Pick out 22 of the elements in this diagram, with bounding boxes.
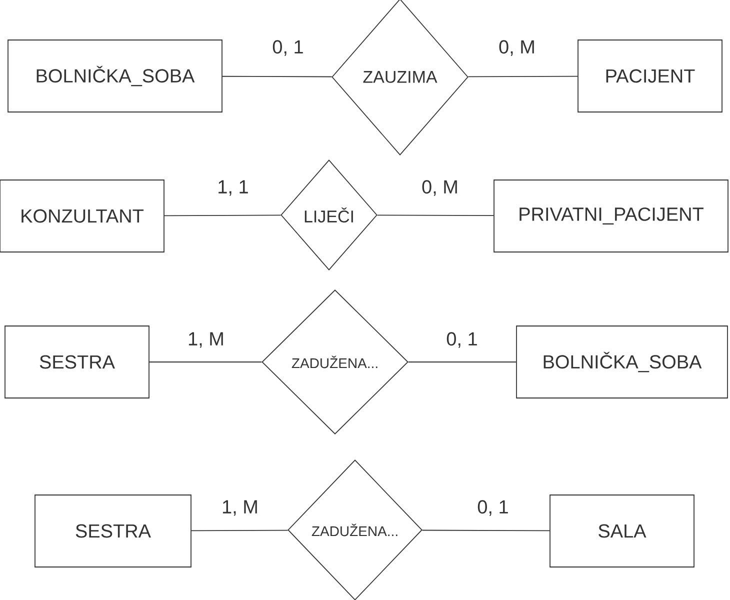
cardinality-label: 0, 1 xyxy=(478,500,508,516)
cardinality-label: 0, M xyxy=(422,180,457,196)
connector-line xyxy=(164,214,282,216)
connector-line xyxy=(422,530,550,532)
cardinality-label: 1, M xyxy=(188,332,223,348)
connector-line xyxy=(191,530,288,532)
entity-box: BOLNIČKA_SOBA xyxy=(516,326,728,398)
connector-line xyxy=(222,76,332,78)
entity-box: BOLNIČKA_SOBA xyxy=(8,40,222,112)
entity-box: PRIVATNI_PACIJENT xyxy=(494,180,728,252)
entity-box: PACIJENT xyxy=(578,40,722,112)
entity-box: SESTRA xyxy=(4,326,150,398)
cardinality-label: 0, M xyxy=(499,40,534,56)
entity-box: KONZULTANT xyxy=(0,180,164,252)
connector-line xyxy=(468,76,578,78)
cardinality-label: 1, 1 xyxy=(218,180,248,196)
connector-line xyxy=(376,214,494,216)
cardinality-label: 0, 1 xyxy=(446,332,477,348)
entity-box: SESTRA xyxy=(34,494,192,568)
cardinality-label: 1, M xyxy=(222,500,257,516)
entity-box: SALA xyxy=(550,494,694,568)
cardinality-label: 0, 1 xyxy=(272,40,303,56)
